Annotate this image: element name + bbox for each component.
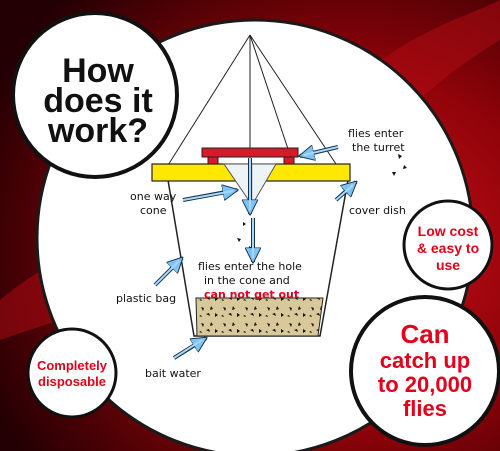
label-one-way: one way (130, 190, 177, 203)
label-plastic-bag: plastic bag (116, 292, 176, 305)
label-the-turret: the turret (352, 141, 405, 154)
catch-line-4: flies (403, 396, 447, 421)
title-badge (11, 11, 179, 179)
catch-line-3: to 20,000 (378, 372, 472, 397)
disposable-line-1: Completely (37, 358, 108, 373)
low-cost-line-1: Low cost (418, 223, 479, 239)
catch-line-2: catch up (380, 348, 470, 373)
catch-badge (349, 295, 500, 447)
catch-line-1: Can (400, 319, 449, 349)
label-hole-1: flies enter the hole (198, 260, 302, 273)
disposable-line-2: disposable (38, 374, 106, 389)
title-line-3: work? (47, 112, 148, 150)
label-bait-water: bait water (145, 367, 201, 380)
low-cost-line-3: use (436, 257, 460, 273)
arrows-inner (154, 146, 354, 359)
label-flies-enter: flies enter (348, 127, 404, 140)
title-line-2: does it (43, 82, 153, 120)
bait-water-shape (195, 297, 324, 337)
label-hole-3: can not get out (204, 288, 299, 301)
title-line-1: How (62, 52, 134, 90)
label-cover-dish: cover dish (349, 204, 406, 217)
low-cost-badge (402, 199, 494, 291)
label-hole-2: in the cone and (204, 274, 290, 287)
disposable-badge (26, 327, 118, 419)
low-cost-line-2: & easy to (417, 240, 479, 256)
label-cone: cone (140, 204, 167, 217)
